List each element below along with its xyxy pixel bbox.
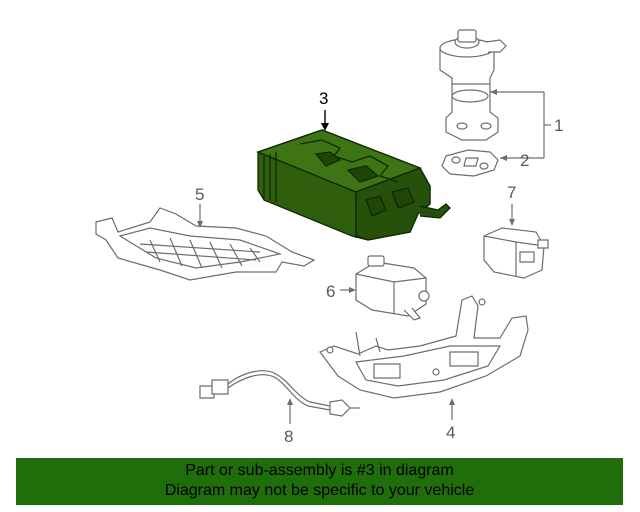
leader-line-3 — [321, 110, 329, 131]
part-5-shield[interactable] — [96, 208, 314, 280]
callout-2: 2 — [520, 151, 529, 170]
diagram-notice-banner: Part or sub-assembly is #3 in diagram Di… — [16, 458, 623, 505]
leader-lines — [197, 204, 515, 424]
part-1-egr-valve[interactable] — [440, 30, 506, 140]
part-3-vapor-canister[interactable] — [258, 130, 450, 240]
callout-6: 6 — [326, 282, 335, 301]
part-7-relay[interactable] — [484, 228, 548, 278]
callout-3: 3 — [319, 89, 328, 108]
notice-line-part: Part or sub-assembly is #3 in diagram — [185, 462, 454, 479]
callout-7: 7 — [507, 183, 516, 202]
part-2-gasket[interactable] — [442, 150, 498, 176]
callout-4: 4 — [446, 423, 455, 442]
part-6-solenoid-valve[interactable] — [356, 256, 429, 320]
callout-bracket-1-2 — [490, 89, 551, 161]
part-8-o2-sensor[interactable] — [200, 371, 360, 416]
callout-5: 5 — [195, 185, 204, 204]
part-4-bracket[interactable] — [320, 296, 528, 398]
notice-line-disclaimer: Diagram may not be specific to your vehi… — [164, 482, 475, 499]
callout-8: 8 — [284, 427, 293, 446]
callout-1: 1 — [554, 116, 563, 135]
parts-diagram: 1 2 3 4 5 6 7 8 — [0, 0, 563, 446]
